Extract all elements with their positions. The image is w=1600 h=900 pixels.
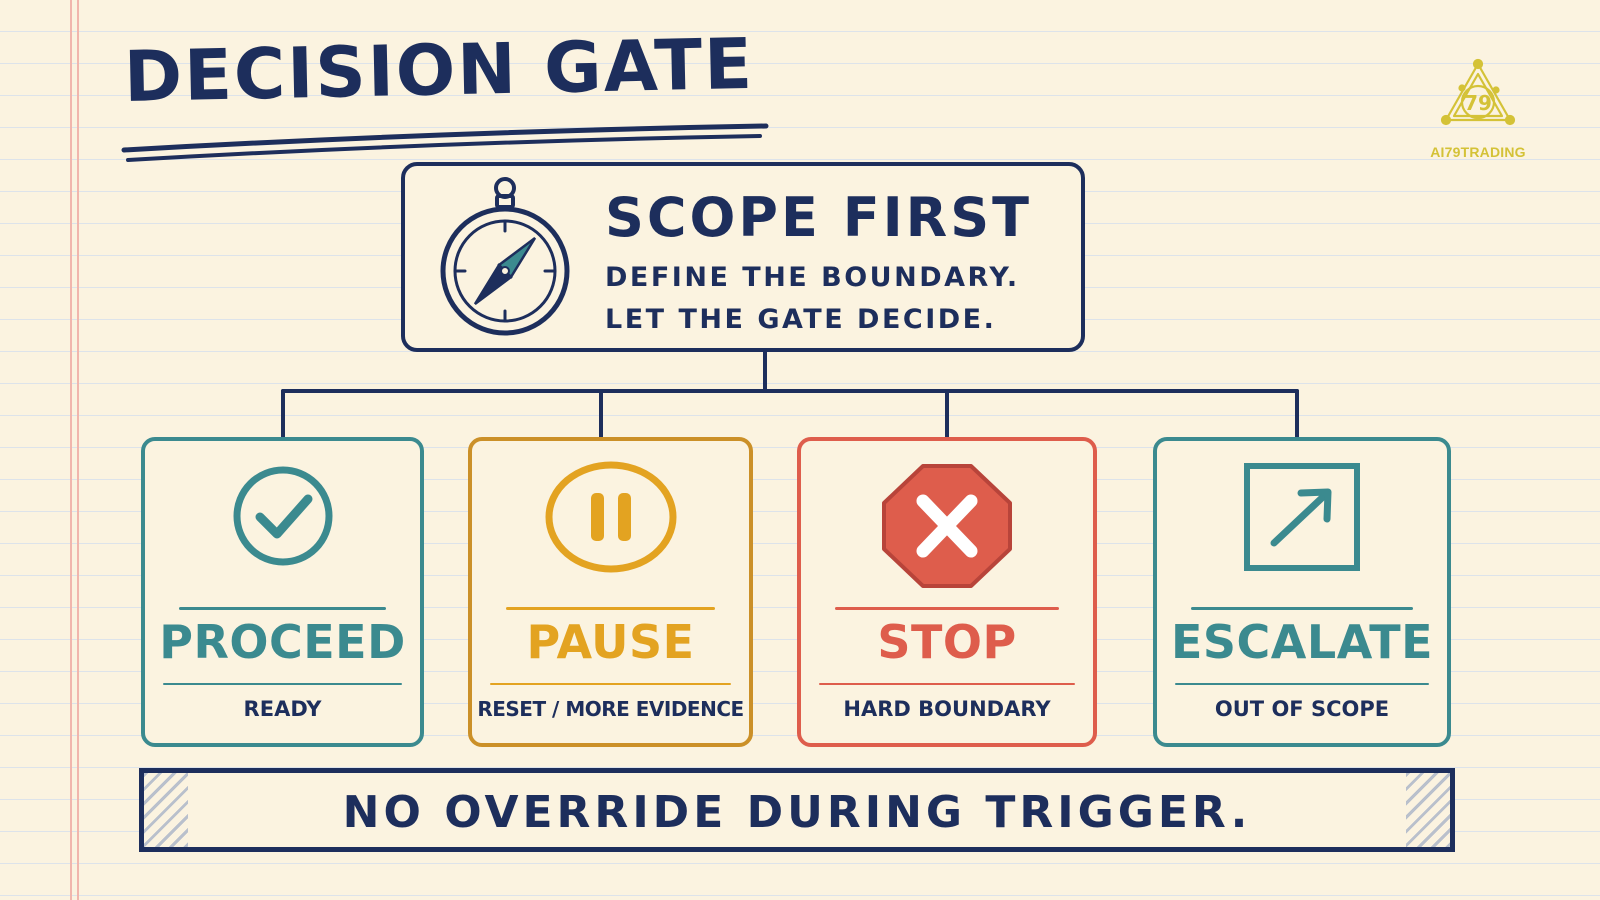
banner-hatch — [1406, 773, 1450, 847]
brand-logo: 79 AI79TRADING — [1428, 58, 1528, 160]
outcome-sublabel: READY — [243, 697, 322, 721]
card-divider — [835, 607, 1059, 610]
outcome-card-stop: STOP HARD BOUNDARY — [797, 437, 1097, 747]
outcome-card-proceed: PROCEED READY — [141, 437, 424, 747]
banner-hatch — [144, 773, 188, 847]
stop-octagon-icon — [882, 464, 1012, 588]
outcome-sublabel: OUT OF SCOPE — [1214, 697, 1390, 721]
outcome-label: STOP — [877, 615, 1017, 669]
outcome-sublabel: HARD BOUNDARY — [843, 697, 1051, 721]
outcome-card-pause: PAUSE RESET / MORE EVIDENCE — [468, 437, 753, 747]
compass-icon — [440, 177, 570, 336]
logo-badge-number: 79 — [1464, 91, 1492, 115]
outcome-label: PROCEED — [159, 615, 406, 669]
card-divider — [490, 683, 731, 685]
rule-banner: NO OVERRIDE DURING TRIGGER. — [139, 768, 1455, 852]
margin-line — [70, 0, 72, 900]
scope-line-2: LET THE GATE DECIDE. — [605, 304, 997, 335]
outcome-label: ESCALATE — [1170, 615, 1434, 669]
pause-circle-icon — [545, 461, 676, 573]
card-divider — [819, 683, 1075, 685]
outcome-label: PAUSE — [526, 615, 695, 669]
title-underline — [121, 123, 769, 162]
outcome-card-escalate: ESCALATE OUT OF SCOPE — [1153, 437, 1451, 747]
card-divider — [506, 607, 715, 610]
logo-mark-icon: 79 — [1440, 58, 1516, 126]
scope-first-box: SCOPE FIRST DEFINE THE BOUNDARY. LET THE… — [401, 162, 1085, 352]
check-circle-icon — [233, 466, 332, 566]
logo-text: AI79TRADING — [1430, 144, 1526, 160]
arrow-up-right-square-icon — [1244, 463, 1360, 571]
card-divider — [1175, 683, 1429, 685]
banner-text: NO OVERRIDE DURING TRIGGER. — [342, 787, 1252, 838]
card-divider — [1191, 607, 1413, 610]
card-divider — [163, 683, 402, 685]
card-divider — [179, 607, 386, 610]
margin-line — [77, 0, 79, 900]
outcome-sublabel: RESET / MORE EVIDENCE — [477, 697, 744, 721]
scope-line-1: DEFINE THE BOUNDARY. — [605, 262, 1020, 293]
scope-title: SCOPE FIRST — [605, 186, 1032, 249]
